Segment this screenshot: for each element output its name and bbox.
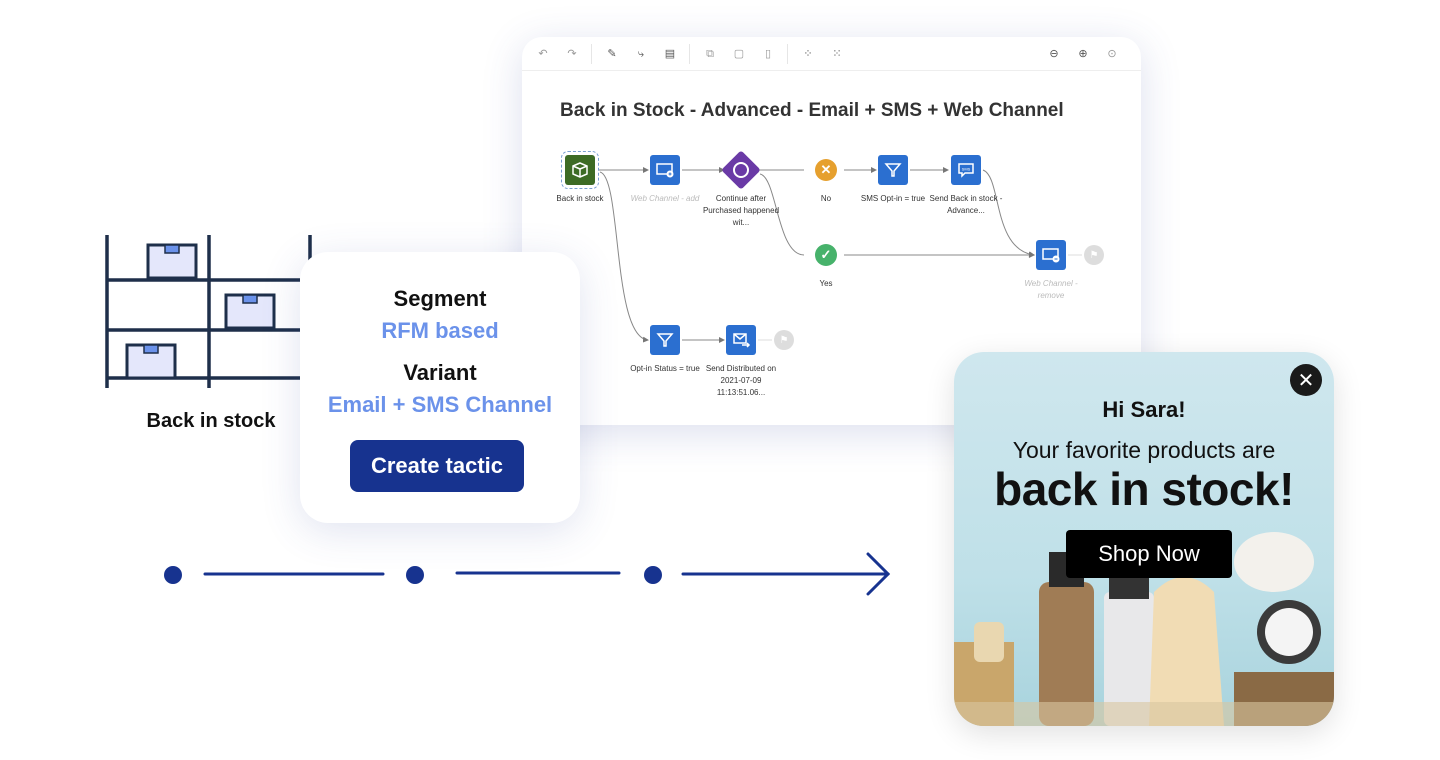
divider <box>689 44 690 64</box>
node-label: Web Channel - remove <box>1024 279 1078 300</box>
timeline-dot <box>406 566 424 584</box>
sms-icon: SMS <box>958 163 974 178</box>
connect-icon[interactable]: ⤷ <box>637 48 645 60</box>
end-flag-icon: ⚑ <box>774 330 794 350</box>
shelf-label: Back in stock <box>146 410 276 432</box>
flow-editor-window: ↶ ↷ ✎ ⤷ ▤ ⧉ ▢ ▯ ⁘ ⁙ ⊖ ⊕ ⊙ Back in Stock … <box>522 37 1141 425</box>
products-image <box>954 532 1334 726</box>
send-email-node[interactable] <box>726 325 756 355</box>
segment-card: Segment RFM based Variant Email + SMS Ch… <box>300 252 580 523</box>
sms-optin-node[interactable] <box>878 155 908 185</box>
comment-icon[interactable]: ▤ <box>664 48 676 60</box>
filter-icon <box>884 163 902 177</box>
shop-now-button[interactable]: Shop Now <box>1066 530 1232 578</box>
timeline-dot <box>644 566 662 584</box>
node-label: Opt-in Status = true <box>630 364 700 373</box>
timeline <box>164 552 891 596</box>
node-label: Send Back in stock - Advance... <box>929 194 1003 215</box>
redo-icon[interactable]: ↷ <box>567 48 577 60</box>
clock-icon <box>733 162 749 178</box>
optin-status-node[interactable] <box>650 325 680 355</box>
popup-greeting: Hi Sara! <box>1102 397 1186 422</box>
node-label: Back in stock <box>556 194 604 203</box>
layout-horizontal-icon[interactable]: ⁘ <box>803 48 813 60</box>
web-channel-add-node[interactable] <box>650 155 680 185</box>
flow-connectors <box>598 167 1082 343</box>
popup-headline: back in stock! <box>994 463 1294 515</box>
send-sms-node[interactable]: SMS <box>951 155 981 185</box>
paste-icon[interactable]: ▢ <box>733 48 745 60</box>
start-node[interactable] <box>561 151 599 189</box>
delete-icon[interactable]: ▯ <box>764 48 772 60</box>
flow-title: Back in Stock - Advanced - Email + SMS +… <box>560 100 1064 121</box>
segment-value: RFM based <box>381 318 499 343</box>
zoom-reset-icon[interactable]: ⊙ <box>1107 48 1117 60</box>
node-label: Continue after Purchased happened wit... <box>702 194 780 227</box>
zoom-out-icon[interactable]: ⊖ <box>1049 48 1059 60</box>
divider <box>591 44 592 64</box>
back-in-stock-popup: ✕ Hi Sara! Your favorite products are ba… <box>954 352 1334 726</box>
layout-vertical-icon[interactable]: ⁙ <box>832 48 842 60</box>
segment-label: Segment <box>393 286 487 311</box>
node-label: No <box>820 194 832 203</box>
svg-text:SMS: SMS <box>962 167 971 172</box>
timeline-dot <box>164 566 182 584</box>
create-tactic-button[interactable]: Create tactic <box>350 440 524 492</box>
package-icon <box>572 162 588 178</box>
yes-branch-icon[interactable]: ✓ <box>815 244 837 266</box>
filter-icon <box>656 333 674 347</box>
copy-icon[interactable]: ⧉ <box>706 48 714 60</box>
end-flag-icon: ⚑ <box>1084 245 1104 265</box>
divider <box>787 44 788 64</box>
node-label: SMS Opt-in = true <box>860 194 926 203</box>
popup-subtitle: Your favorite products are <box>1012 437 1276 463</box>
zoom-in-icon[interactable]: ⊕ <box>1078 48 1088 60</box>
variant-value: Email + SMS Channel <box>327 392 553 417</box>
node-label: Web Channel - add <box>630 194 700 203</box>
undo-icon[interactable]: ↶ <box>538 48 548 60</box>
shelf-icon <box>105 235 312 388</box>
web-add-icon <box>656 163 674 178</box>
web-channel-remove-node[interactable] <box>1036 240 1066 270</box>
email-send-icon <box>733 333 751 348</box>
node-label: Yes <box>819 279 833 288</box>
flow-toolbar: ↶ ↷ ✎ ⤷ ▤ ⧉ ▢ ▯ ⁘ ⁙ ⊖ ⊕ ⊙ <box>522 37 1141 71</box>
close-icon: ✕ <box>1297 369 1315 392</box>
close-button[interactable]: ✕ <box>1290 364 1322 396</box>
edit-icon[interactable]: ✎ <box>607 48 617 60</box>
no-branch-icon[interactable]: ✕ <box>815 159 837 181</box>
node-label: Send Distributed on 2021-07-09 11:13:51.… <box>705 364 777 397</box>
variant-label: Variant <box>403 360 477 385</box>
web-remove-icon <box>1042 248 1060 263</box>
